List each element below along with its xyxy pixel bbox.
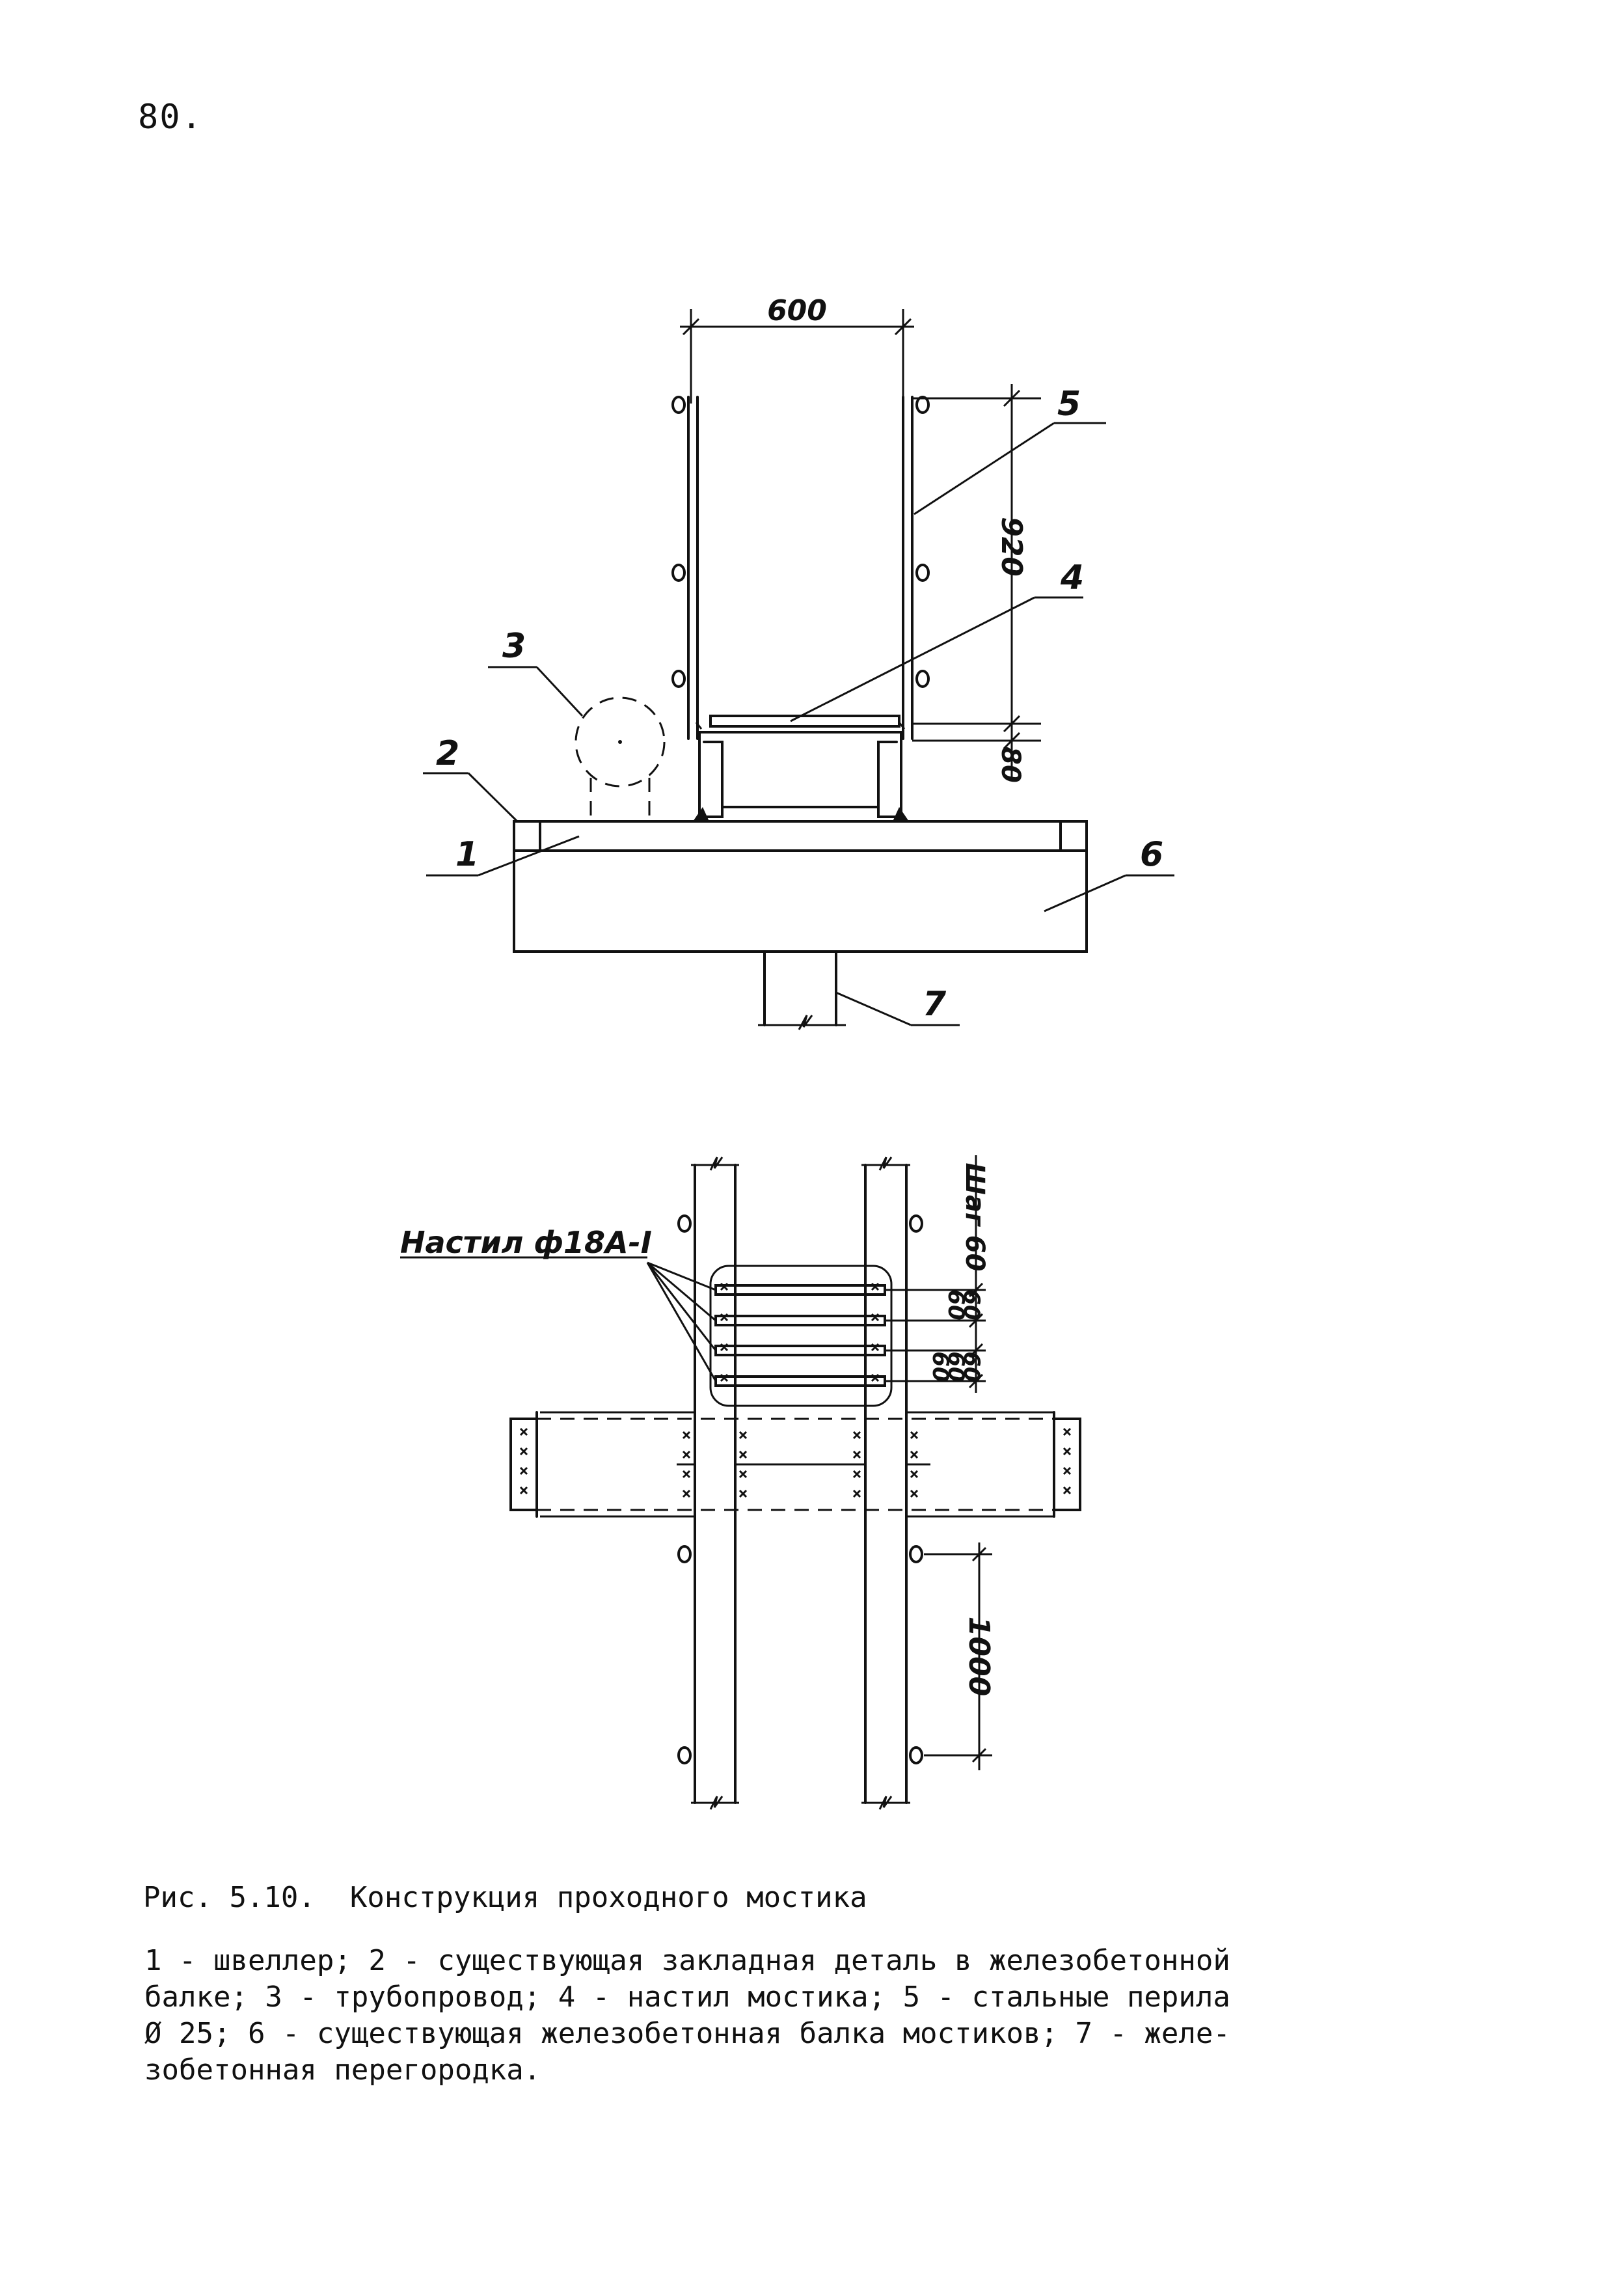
callout-1: 1 xyxy=(455,835,479,874)
legend-line: балке; 3 - трубопровод; 4 - настил мости… xyxy=(144,1981,1230,2014)
callout-4: 4 xyxy=(1060,558,1084,597)
deck-label-text: Настил ф18А-I xyxy=(400,1225,652,1260)
figure-caption: Рис. 5.10. Конструкция проходного мостик… xyxy=(143,1881,867,1914)
width-dim-text: 600 xyxy=(767,294,827,327)
callout-2: 2 xyxy=(436,734,459,773)
cross-section-view: 600 920 80 xyxy=(423,294,1174,1030)
post-dimension: 1000 xyxy=(924,1542,995,1770)
right-stringer xyxy=(861,1157,923,1810)
height-dimensions: 920 80 xyxy=(912,384,1041,783)
spacing-dimensions: Шаг 60 60 60 60 60 60 xyxy=(885,1155,990,1393)
deck-label: Настил ф18А-I xyxy=(400,1225,717,1382)
beam-plan xyxy=(509,1411,1081,1518)
figure-legend: 1 - швеллер; 2 - существующая закладная … xyxy=(144,1943,1511,2089)
callout-6: 6 xyxy=(1140,835,1163,874)
concrete-beam xyxy=(513,820,1088,953)
post-dim-text: 1000 xyxy=(962,1617,995,1696)
callout-5: 5 xyxy=(1057,385,1081,424)
spacing-dim-4: 60 xyxy=(943,1351,969,1382)
spacing-dim-1: 60 xyxy=(958,1289,984,1320)
spacing-dim-3: 60 xyxy=(958,1351,984,1382)
callout-3: 3 xyxy=(502,627,526,666)
rail-height-dim-text: 920 xyxy=(995,517,1028,577)
legend-line: зобетонная перегородка. xyxy=(144,2053,541,2087)
callout-7: 7 xyxy=(923,985,947,1024)
right-railing xyxy=(902,396,930,740)
spacing-dim-5: 60 xyxy=(927,1351,953,1382)
figure-title: Конструкция проходного мостика xyxy=(349,1881,867,1914)
step-dim-text: Шаг 60 xyxy=(960,1163,990,1272)
deck-height-dim-text: 80 xyxy=(995,747,1025,783)
plan-view: Настил ф18А-I Шаг 60 60 60 60 60 60 xyxy=(400,1155,1081,1810)
figure-number: Рис. 5.10. xyxy=(143,1881,316,1914)
spacing-dim-2: 60 xyxy=(943,1289,969,1320)
page-number: 80. xyxy=(138,98,203,137)
channel-deck xyxy=(693,715,909,821)
bridge-drawing: 600 920 80 xyxy=(400,294,1174,1810)
legend-line: Ø 25; 6 - существующая железобетонная ба… xyxy=(144,2017,1230,2050)
width-dimension: 600 xyxy=(680,294,914,404)
legend-line: 1 - швеллер; 2 - существующая закладная … xyxy=(144,1944,1230,1977)
callouts: 1 2 3 4 5 6 7 xyxy=(423,385,1174,1026)
pipe xyxy=(575,696,666,821)
concrete-partition xyxy=(758,950,846,1030)
left-stringer xyxy=(677,1157,739,1810)
left-railing xyxy=(671,396,699,740)
